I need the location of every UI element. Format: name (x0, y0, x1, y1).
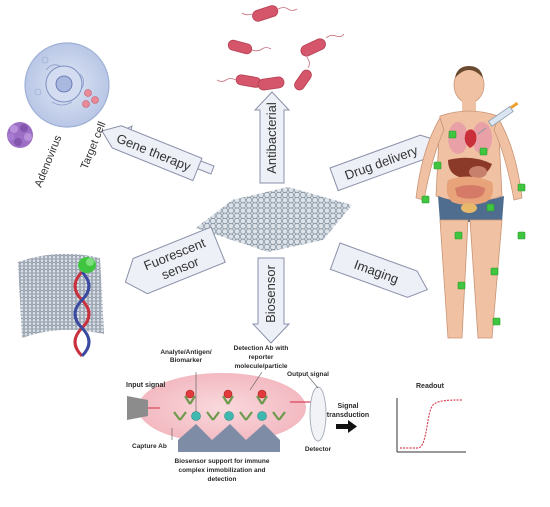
output-signal-label: Output signal (287, 371, 329, 378)
signal-transduction-label-2: transduction (327, 412, 369, 419)
detection-ab-label-3: molecule/particle (234, 363, 287, 370)
arrow-right-icon (336, 420, 357, 433)
readout-label: Readout (416, 383, 445, 390)
readout-curve-icon (396, 398, 466, 453)
antibacterial-label: Antibacterial (264, 102, 279, 174)
biosensor-arrow: Biosensor (251, 257, 291, 344)
fluorescent-sensor-arrow: Fuorescent sensor (124, 226, 226, 295)
gene-therapy-arrow: Gene therapy (101, 125, 215, 182)
target-cell-icon (24, 42, 110, 128)
capture-ab-label: Capture Ab (132, 443, 167, 450)
input-source-icon (127, 396, 160, 420)
support-label-3: detection (208, 476, 237, 483)
antibody-icon (173, 395, 286, 421)
biosensor-label: Biosensor (263, 264, 278, 322)
analyte-label-1: Analyte/Antigen/ (160, 349, 211, 356)
imaging-arrow: Imaging (329, 242, 429, 298)
dna-helix-icon (73, 257, 96, 358)
signal-transduction-label-1: Signal (337, 403, 358, 410)
fluorescent-probe-icon (18, 253, 104, 338)
adenovirus-icon (7, 122, 33, 148)
support-label-2: complex immobilization and (178, 467, 265, 474)
human-body-icon (415, 66, 526, 339)
detection-ab-label-1: Detection Ab with (234, 345, 289, 352)
bacteria-icon (216, 5, 345, 91)
analyte-label-2: Biomarker (170, 357, 203, 364)
graphene-sheet-icon (196, 187, 352, 252)
syringe-icon (477, 101, 519, 135)
antibacterial-arrow: Antibacterial (253, 91, 291, 184)
adenovirus-label: Adenovirus (33, 133, 65, 189)
detector-label: Detector (305, 446, 332, 453)
detection-ab-label-2: reporter (249, 354, 274, 361)
detector-icon (309, 386, 327, 442)
support-label-1: Biosensor support for immune (175, 458, 270, 465)
target-cell-label: Target cell (79, 120, 109, 171)
input-signal-label: Input signal (126, 382, 165, 389)
biosensor-schematic: Analyte/Antigen/ Biomarker Detection Ab … (126, 345, 332, 483)
